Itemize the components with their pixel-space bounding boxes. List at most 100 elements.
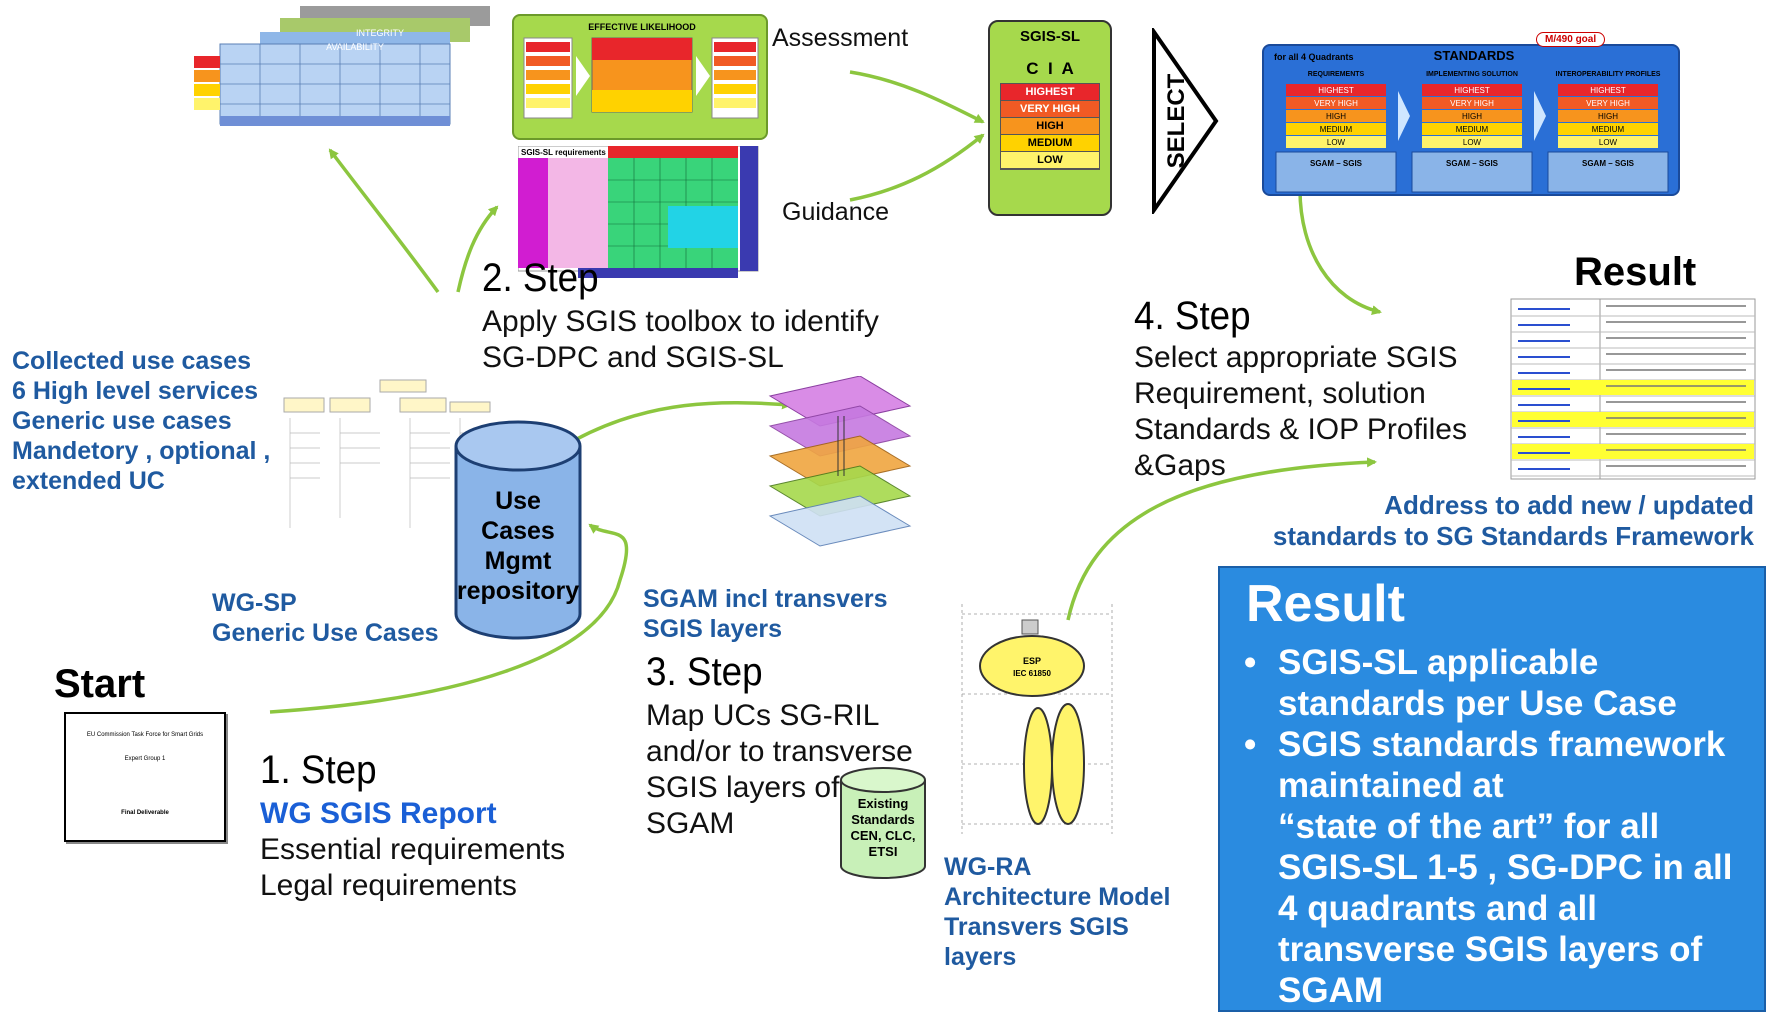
repository-line: Mgmt: [484, 547, 552, 575]
arrow-repo-to-sgam: [574, 399, 792, 442]
arrow-to-cube: [328, 148, 440, 294]
result-bullet: SGIS standards framework maintained at “…: [1244, 724, 1764, 1011]
standards-level-label: HIGH: [1598, 112, 1618, 121]
existing-line: CEN, CLC,: [850, 828, 916, 843]
wg-ra-line: Architecture Model: [944, 883, 1171, 911]
standards-level-cell: [1286, 97, 1386, 109]
standards-column-title: REQUIREMENTS: [1308, 71, 1365, 78]
step4-line: Standards & IOP Profiles: [1134, 413, 1467, 446]
matrix-title: EFFECTIVE LIKELIHOOD: [588, 22, 696, 32]
standards-level-label: MEDIUM: [1592, 125, 1625, 134]
standards-level-label: HIGHEST: [1454, 86, 1490, 95]
standards-footer-cell: [1547, 151, 1669, 193]
result-line: standards per Use Case: [1278, 684, 1677, 723]
arrow-assessment: [849, 70, 985, 124]
result-line: “state of the art” for all: [1278, 807, 1660, 846]
standards-level-cell: [1422, 110, 1522, 122]
result-row-highlight: [1512, 412, 1754, 427]
cube-availability-label: AVAILABILITY: [326, 42, 384, 52]
existing-line: Existing: [857, 796, 909, 811]
sgam-layers-thumbnail: [740, 376, 920, 572]
standards-footer-cell: [1411, 151, 1533, 193]
step3-description: Map UCs SG-RIL and/or to transverse SGIS…: [646, 698, 913, 842]
standards-level-label: HIGH: [1326, 112, 1346, 121]
start-doc-line: Final Deliverable: [121, 810, 169, 816]
standards-column-title: INTEROPERABILITY PROFILES: [1556, 71, 1661, 78]
standards-level-cell: [1286, 84, 1386, 96]
arrow-start-to-repo: [269, 523, 629, 714]
step3-title: 3. Step: [646, 650, 763, 694]
use-case-repository: [454, 420, 582, 640]
step3-line: Map UCs SG-RIL: [646, 699, 880, 732]
wg-sp-line: WG-SP: [212, 589, 297, 617]
architecture-diagram-thumbnail: ESP IEC 61850: [952, 594, 1122, 844]
standards-level-cell: [1422, 97, 1522, 109]
result-line: maintained at: [1278, 766, 1504, 805]
standards-column-title: IMPLEMENTING SOLUTION: [1426, 71, 1518, 78]
requirements-table-thumbnail: SGIS-SL requirements: [518, 146, 764, 280]
step1-line: Essential requirements: [260, 833, 566, 866]
repository-line: repository: [456, 577, 580, 605]
standards-footer-label: SGAM – SGIS: [1310, 159, 1363, 168]
step1-description: WG SGIS Report Essential requirements Le…: [260, 796, 565, 904]
existing-line: Standards: [851, 812, 915, 827]
address-line: Address to add new / updated: [1384, 490, 1754, 520]
result-line: transverse SGIS layers of: [1278, 930, 1703, 969]
standards-level-label: MEDIUM: [1320, 125, 1353, 134]
existing-standards-label: Existing Standards CEN, CLC, ETSI: [838, 796, 928, 860]
risk-matrix-thumbnail: EFFECTIVE LIKELIHOOD: [512, 14, 768, 140]
address-line: standards to SG Standards Framework: [1272, 521, 1754, 551]
repository-line: Cases: [481, 517, 555, 545]
result-line: 4 quadrants and all: [1278, 889, 1597, 928]
wg-sp-line: Generic Use Cases: [212, 619, 439, 647]
result-table-thumbnail: [1510, 298, 1756, 480]
standards-level-label: MEDIUM: [1456, 125, 1489, 134]
start-doc-line: EU Commission Task Force for Smart Grids: [86, 732, 204, 738]
sgis-level-very-high: VERY HIGH: [1001, 101, 1099, 118]
wg-ra-line: WG-RA: [944, 853, 1032, 881]
step4-line: Select appropriate SGIS: [1134, 341, 1458, 374]
wg-ra-line: Transvers SGIS: [944, 913, 1129, 941]
start-doc-line: Expert Group 1: [124, 756, 166, 762]
step3-line: and/or to transverse: [646, 735, 913, 768]
collected-line: Collected use cases: [12, 347, 252, 375]
standards-title: STANDARDS: [1434, 48, 1515, 63]
standards-level-label: VERY HIGH: [1586, 99, 1630, 108]
existing-standards-cylinder: [840, 767, 926, 879]
standards-level-cell: [1558, 123, 1658, 135]
result-bullets: SGIS-SL applicable standards per Use Cas…: [1220, 642, 1764, 1011]
address-text: Address to add new / updated standards t…: [1180, 490, 1754, 552]
standards-for-all: for all 4 Quadrants: [1274, 52, 1354, 62]
step2-line: SG-DPC and SGIS-SL: [482, 341, 784, 374]
sgam-label: SGAM incl transvers SGIS layers: [643, 584, 888, 644]
sgam-line: SGIS layers: [643, 615, 782, 643]
standards-level-cell: [1286, 136, 1386, 148]
standards-level-label: VERY HIGH: [1314, 99, 1358, 108]
step2-description: Apply SGIS toolbox to identify SG-DPC an…: [482, 304, 879, 376]
select-label: SELECT: [1163, 73, 1190, 168]
standards-arrow-shape: [1534, 91, 1546, 141]
standards-level-cell: [1558, 84, 1658, 96]
assessment-label: Assessment: [772, 24, 909, 52]
standards-arrow-shape: [1398, 91, 1410, 141]
sgis-sl-title: SGIS-SL: [1019, 28, 1080, 45]
result-box: Result SGIS-SL applicable standards per …: [1218, 566, 1766, 1012]
sgis-sl-cia: C I A: [1026, 59, 1074, 78]
step1-line: Legal requirements: [260, 869, 517, 902]
cia-cube-thumbnail: INTEGRITY AVAILABILITY: [180, 4, 500, 139]
step4-line: &Gaps: [1134, 449, 1226, 482]
result-line: SGIS-SL applicable: [1278, 643, 1599, 682]
cube-integrity-label: INTEGRITY: [356, 28, 404, 38]
step2-title: 2. Step: [482, 256, 599, 300]
select-triangle: SELECT: [1152, 28, 1219, 214]
step4-line: Requirement, solution: [1134, 377, 1426, 410]
guidance-label: Guidance: [782, 198, 890, 226]
step1-title: 1. Step: [260, 748, 377, 792]
bubble-label: IEC 61850: [1013, 669, 1051, 678]
existing-line: ETSI: [868, 844, 898, 859]
standards-level-label: HIGH: [1462, 112, 1482, 121]
start-label: Start: [54, 662, 146, 706]
